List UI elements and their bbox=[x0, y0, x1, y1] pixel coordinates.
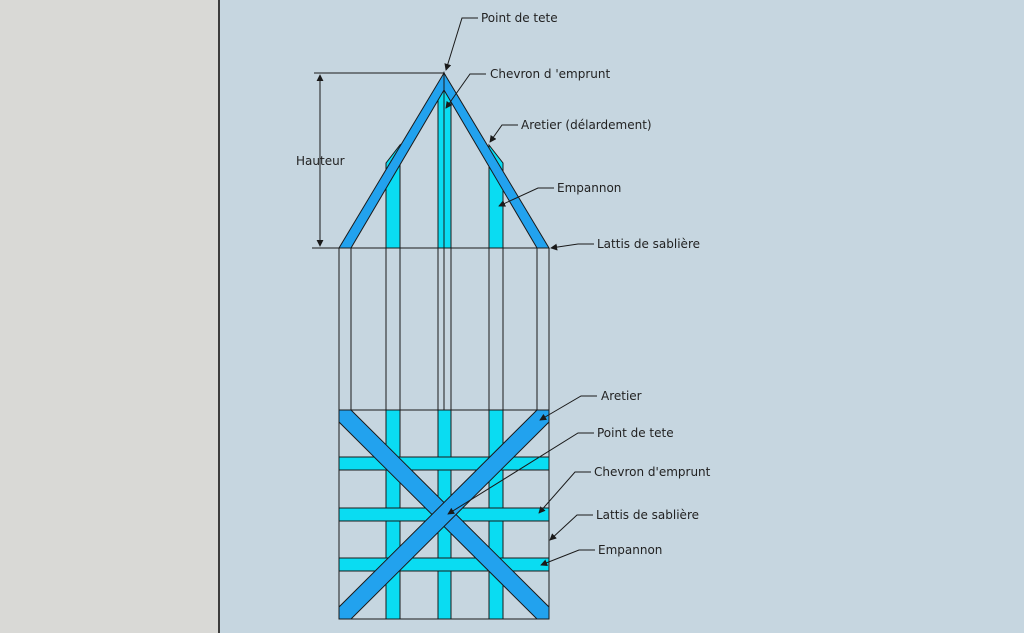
plan-view bbox=[338, 409, 550, 620]
label-aretier-delardement: Aretier (délardement) bbox=[521, 118, 652, 132]
elevation-view bbox=[312, 71, 550, 249]
label-lattis-sabliere-elevation: Lattis de sablière bbox=[597, 237, 700, 251]
label-empannon-plan: Empannon bbox=[598, 543, 663, 557]
hauteur-dimension bbox=[314, 72, 444, 247]
label-aretier-plan: Aretier bbox=[601, 389, 642, 403]
plan-empannon-horizontal-bottom bbox=[338, 557, 550, 572]
label-point-de-tete-elevation: Point de tete bbox=[481, 11, 558, 25]
projection-lines bbox=[338, 248, 550, 410]
label-hauteur: Hauteur bbox=[296, 154, 345, 168]
label-chevron-emprunt-elevation: Chevron d 'emprunt bbox=[490, 67, 611, 81]
label-chevron-emprunt-plan: Chevron d'emprunt bbox=[594, 465, 711, 479]
label-lattis-sabliere-plan: Lattis de sablière bbox=[596, 508, 699, 522]
leader-lines bbox=[444, 17, 597, 567]
label-point-de-tete-plan: Point de tete bbox=[597, 426, 674, 440]
plan-empannon-horizontal-top bbox=[338, 456, 550, 471]
left-gutter bbox=[0, 0, 218, 633]
label-empannon-elevation: Empannon bbox=[557, 181, 622, 195]
